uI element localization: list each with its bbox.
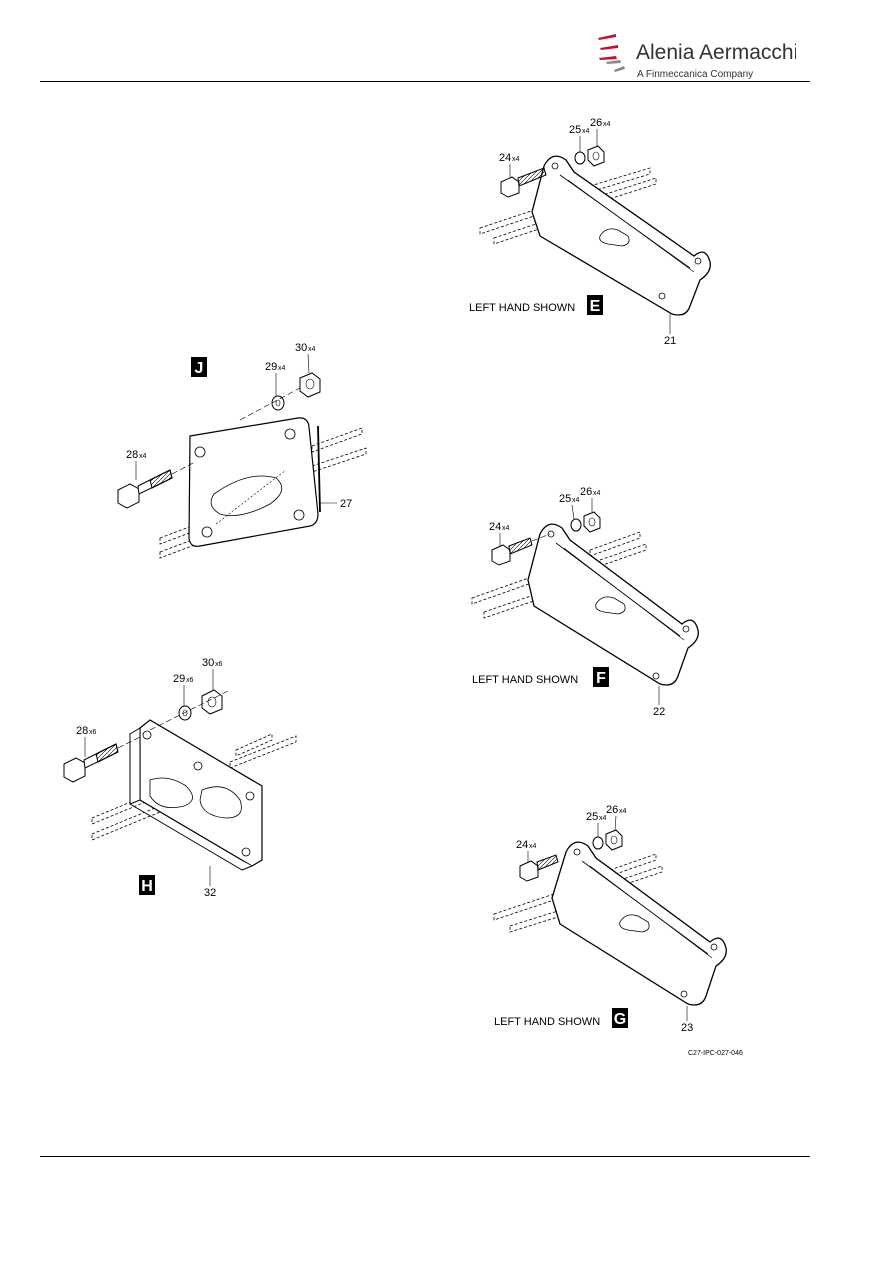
washer-number: 25 <box>559 493 571 505</box>
bolt-number: 24 <box>516 839 528 851</box>
bolt <box>63 743 119 783</box>
nut-number: 30 <box>295 342 307 354</box>
bolt-qty: x6 <box>89 729 97 736</box>
washer-number: 29 <box>265 361 277 373</box>
nut-qty: x4 <box>308 346 316 353</box>
washer <box>574 151 586 165</box>
nut-number: 26 <box>580 486 592 498</box>
panel-number: 32 <box>204 887 216 899</box>
bolt-number: 24 <box>489 521 501 533</box>
nut <box>583 511 601 533</box>
header-rule <box>40 81 810 82</box>
nut-number: 26 <box>606 804 618 816</box>
view-label-box <box>593 667 609 687</box>
swoosh-logo-icon <box>598 34 618 60</box>
bolt <box>117 469 173 509</box>
nut <box>587 145 605 167</box>
figure-code: C27-IPC-027-046 <box>688 1050 743 1057</box>
view-caption: LEFT HAND SHOWN <box>494 1016 600 1028</box>
nut <box>605 829 623 851</box>
washer-number: 25 <box>586 811 598 823</box>
bolt <box>519 854 559 882</box>
bolt-qty: x4 <box>512 156 520 163</box>
washer <box>592 836 604 850</box>
bracket <box>527 523 699 686</box>
nut-number: 26 <box>590 117 602 129</box>
nut-qty: x4 <box>593 490 601 497</box>
washer-qty: x4 <box>582 128 590 135</box>
view-label-box <box>191 357 207 377</box>
washer <box>570 518 582 532</box>
nut <box>201 689 223 715</box>
bolt-number: 24 <box>499 152 511 164</box>
view-label-box <box>587 295 603 315</box>
washer-qty: x4 <box>278 365 286 372</box>
view-label-box <box>139 875 155 895</box>
bolt-qty: x4 <box>502 525 510 532</box>
view-label: J <box>195 360 204 377</box>
view-label: H <box>141 878 153 895</box>
mounting-block <box>129 719 263 871</box>
view-g: 24 x4 25 x4 26 x4 23 LEFT HAND SHOWN G <box>493 804 727 1034</box>
bolt-number: 28 <box>126 449 138 461</box>
nut <box>299 372 321 398</box>
washer-qty: x4 <box>572 497 580 504</box>
view-j: J <box>117 342 367 559</box>
bolt <box>500 167 547 198</box>
bolt-qty: x4 <box>529 843 537 850</box>
view-label: G <box>614 1011 626 1028</box>
panel-number: 22 <box>653 706 665 718</box>
logo-text: Alenia Aermacchi <box>636 41 796 64</box>
company-logo: Alenia Aermacchi A Finmeccanica Company <box>598 34 796 80</box>
panel-number: 21 <box>664 335 676 347</box>
view-h: H <box>63 657 297 899</box>
bolt-qty: x4 <box>139 453 147 460</box>
view-label: F <box>596 670 606 687</box>
view-caption: LEFT HAND SHOWN <box>469 302 575 314</box>
footer-rule <box>40 1156 810 1157</box>
bracket <box>551 841 727 1006</box>
view-caption: LEFT HAND SHOWN <box>472 674 578 686</box>
washer-number: 29 <box>173 673 185 685</box>
mounting-plate <box>188 417 321 547</box>
washer-qty: x4 <box>599 815 607 822</box>
view-label-box <box>612 1008 628 1028</box>
nut-qty: x4 <box>619 808 627 815</box>
tube-group <box>479 167 657 245</box>
nut-number: 30 <box>202 657 214 669</box>
view-e: 24 x4 25 x4 26 x4 21 LEFT HAND SHOWN E <box>469 117 711 347</box>
panel-number: 27 <box>340 498 352 510</box>
panel-number: 23 <box>681 1022 693 1034</box>
bracket <box>531 155 711 316</box>
view-f: 24 x4 25 x4 26 x4 22 LEFT HAND SHOWN F <box>471 486 699 718</box>
nut-qty: x4 <box>603 121 611 128</box>
logo-subtext: A Finmeccanica Company <box>637 69 753 80</box>
nut-qty: x6 <box>215 661 223 668</box>
washer-number: 25 <box>569 124 581 136</box>
view-label: E <box>590 298 601 315</box>
washer-qty: x6 <box>186 677 194 684</box>
bolt-number: 28 <box>76 725 88 737</box>
bolt <box>491 537 533 566</box>
